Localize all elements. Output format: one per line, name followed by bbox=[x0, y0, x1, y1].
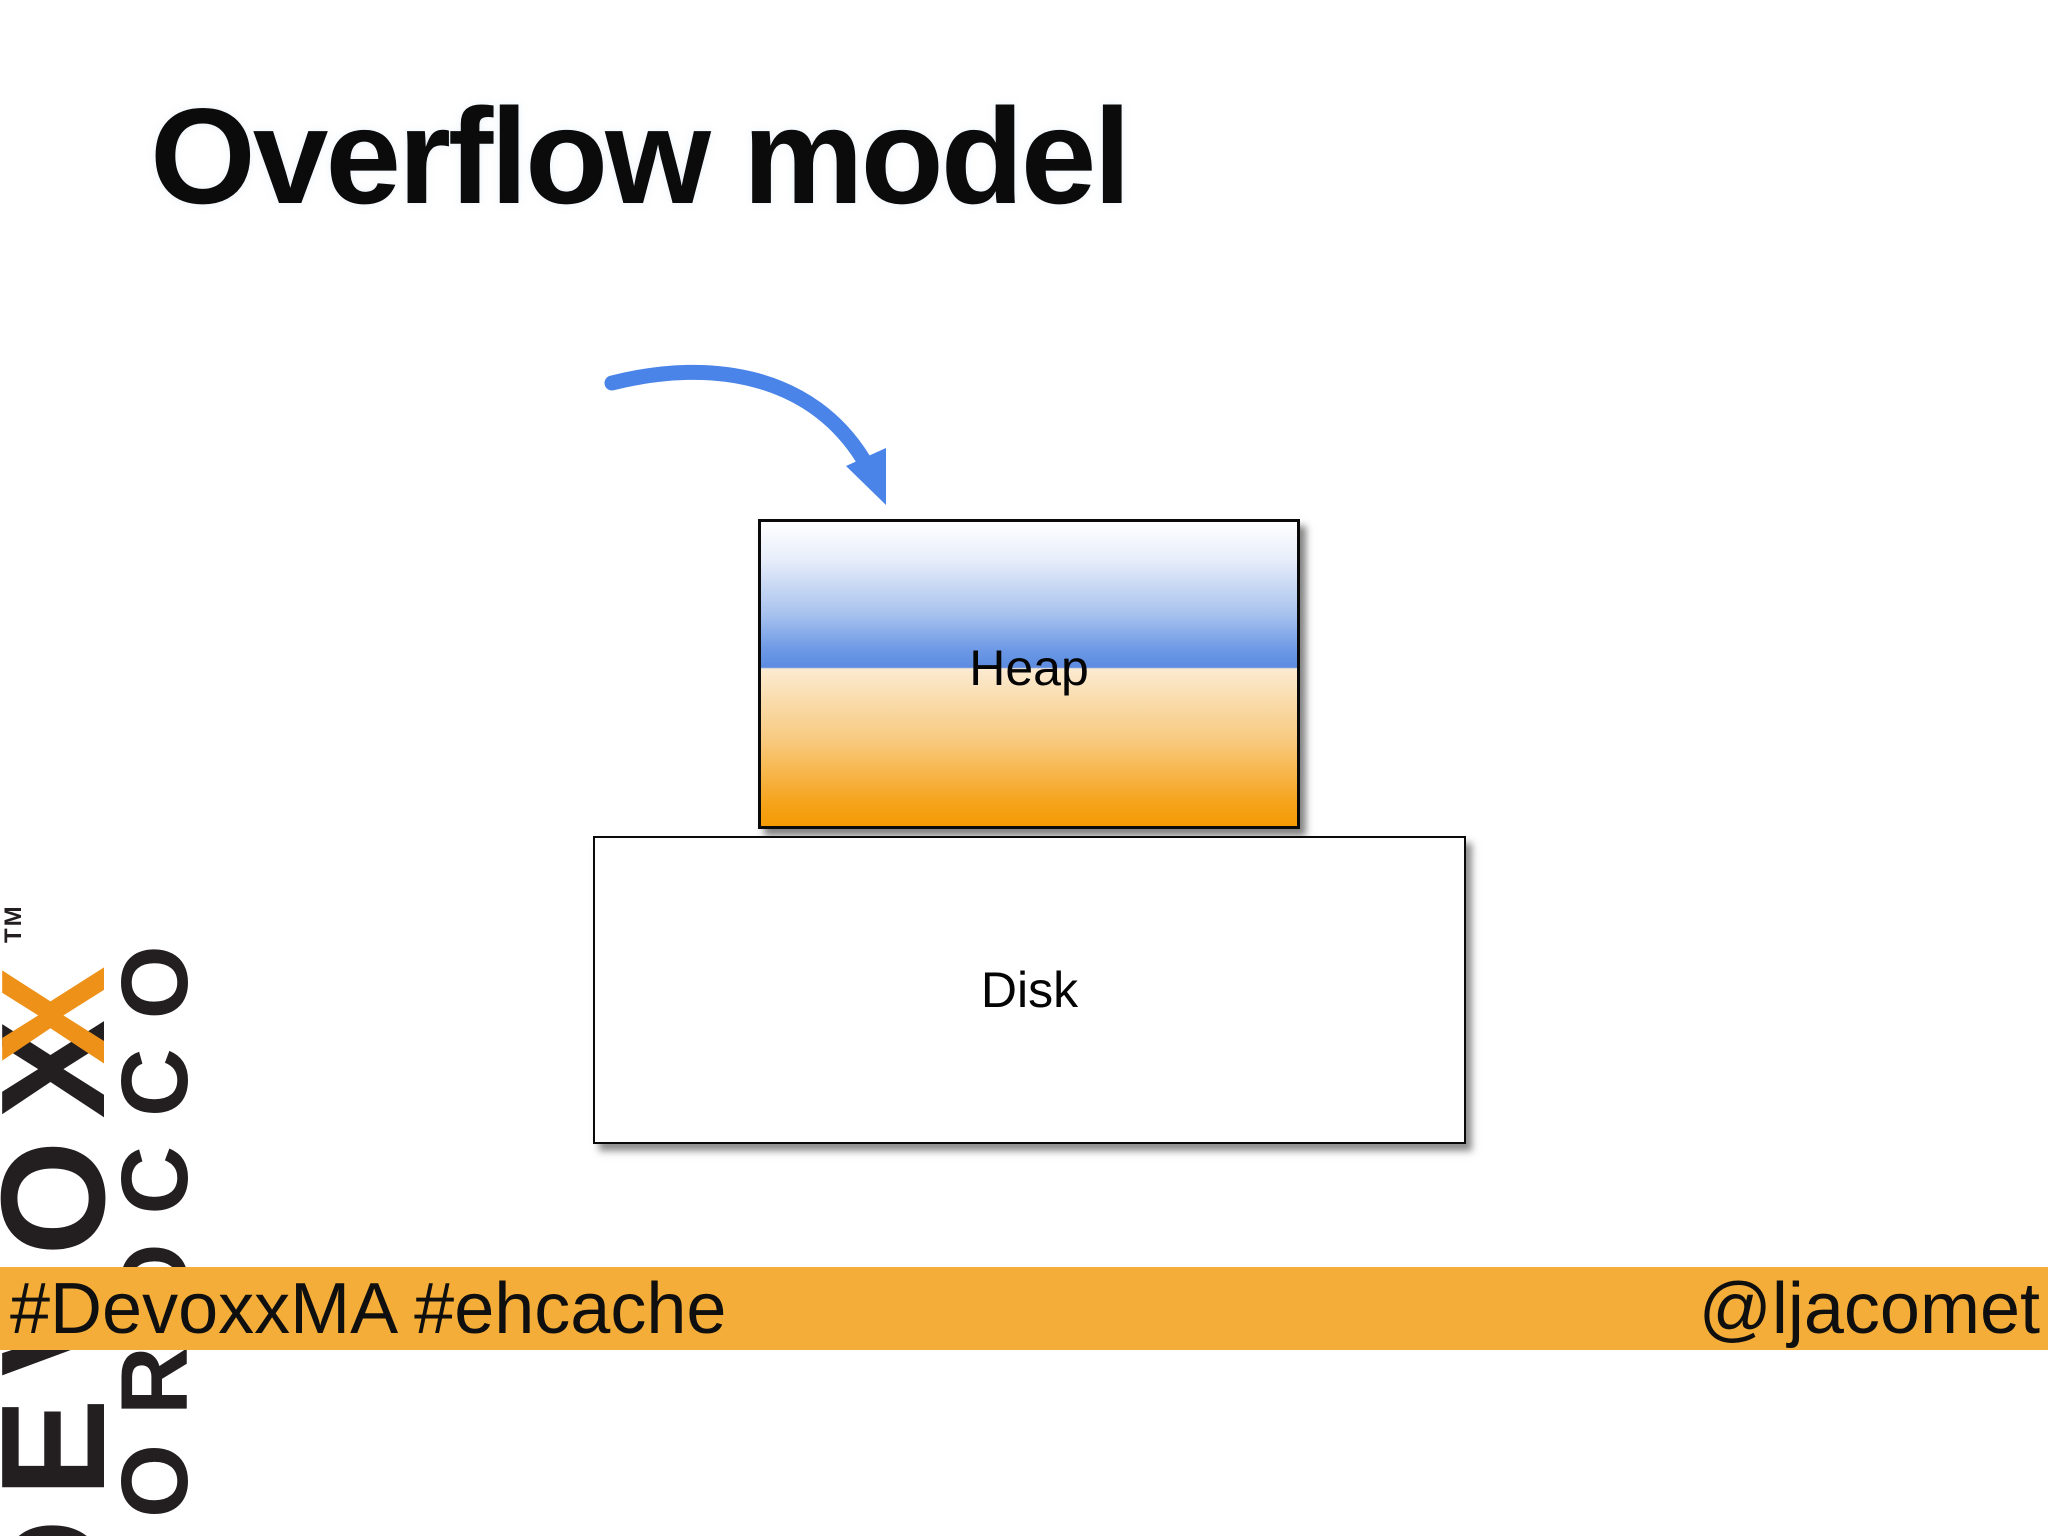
disk-label: Disk bbox=[980, 962, 1079, 1018]
footer-hashtags: #DevoxxMA #ehcache bbox=[10, 1268, 727, 1349]
footer-twitter-handle: @ljacomet bbox=[1698, 1268, 2040, 1349]
trademark-symbol: TM bbox=[0, 904, 27, 943]
heap-box: Heap bbox=[758, 519, 1300, 829]
slide-title: Overflow model bbox=[150, 80, 1131, 232]
logo-morocco-text: MOROCCO bbox=[102, 916, 208, 1536]
footer-bar: #DevoxxMA #ehcache @ljacomet bbox=[0, 1267, 2048, 1350]
heap-label: Heap bbox=[969, 639, 1089, 696]
devoxx-morocco-logo: TM DEVOXX MOROCCO bbox=[0, 440, 220, 1536]
disk-box: Disk bbox=[593, 836, 1466, 1144]
